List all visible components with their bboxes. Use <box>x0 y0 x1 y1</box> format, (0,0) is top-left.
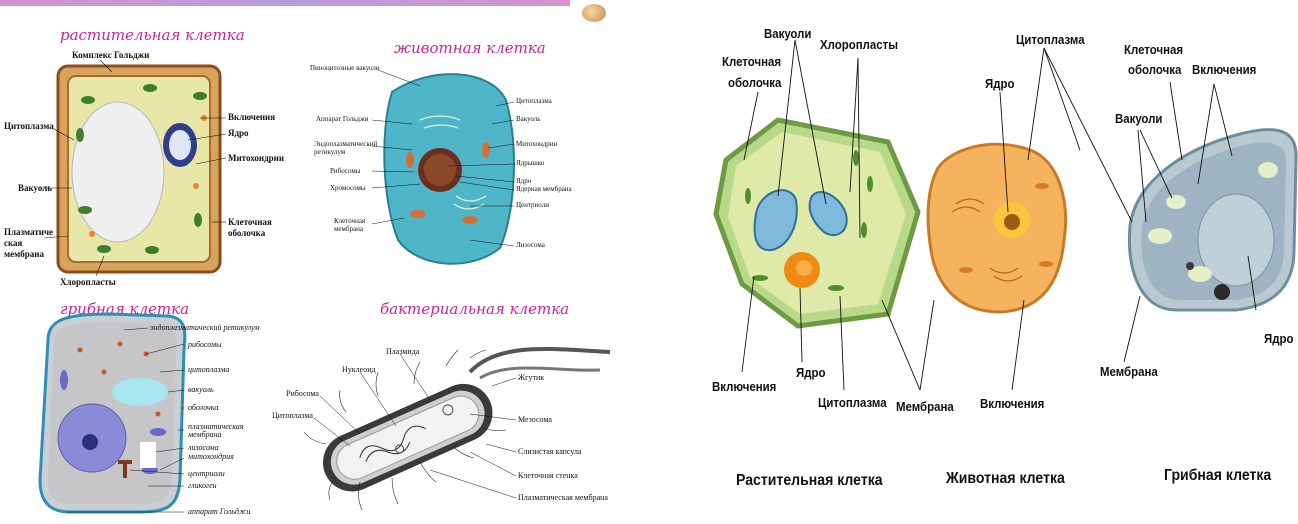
right-label-cytoplasm-top: Цитоплазма <box>1016 33 1085 47</box>
right-label-wall-plant-2: оболочка <box>728 76 781 90</box>
right-label-nucleus-fungal: Ядро <box>1264 332 1293 346</box>
right-caption-fungal: Грибная клетка <box>1164 468 1271 484</box>
right-label-chloroplasts: Хлоропласты <box>820 38 898 52</box>
right-label-wall-fungal-2: оболочка <box>1128 63 1181 77</box>
right-label-cytoplasm-bottom: Цитоплазма <box>818 396 887 410</box>
right-label-inclusions-animal: Включения <box>980 397 1044 411</box>
right-label-wall-plant-1: Клеточная <box>722 55 781 69</box>
right-label-nucleus-plant: Ядро <box>796 366 825 380</box>
right-label-nucleus-animal: Ядро <box>985 77 1014 91</box>
right-label-vacuoles-fungal: Вакуоли <box>1115 112 1162 126</box>
right-label-inclusions-top: Включения <box>1192 63 1256 77</box>
right-caption-plant: Растительная клетка <box>736 473 883 489</box>
right-label-inclusions-plant: Включения <box>712 380 776 394</box>
right-label-wall-fungal-1: Клеточная <box>1124 43 1183 57</box>
right-label-vacuoles: Вакуоли <box>764 27 811 41</box>
right-caption-animal: Животная клетка <box>946 471 1065 487</box>
right-label-membrane-fungal: Мембрана <box>1100 365 1158 379</box>
right-label-membrane-bottom: Мембрана <box>896 400 954 414</box>
